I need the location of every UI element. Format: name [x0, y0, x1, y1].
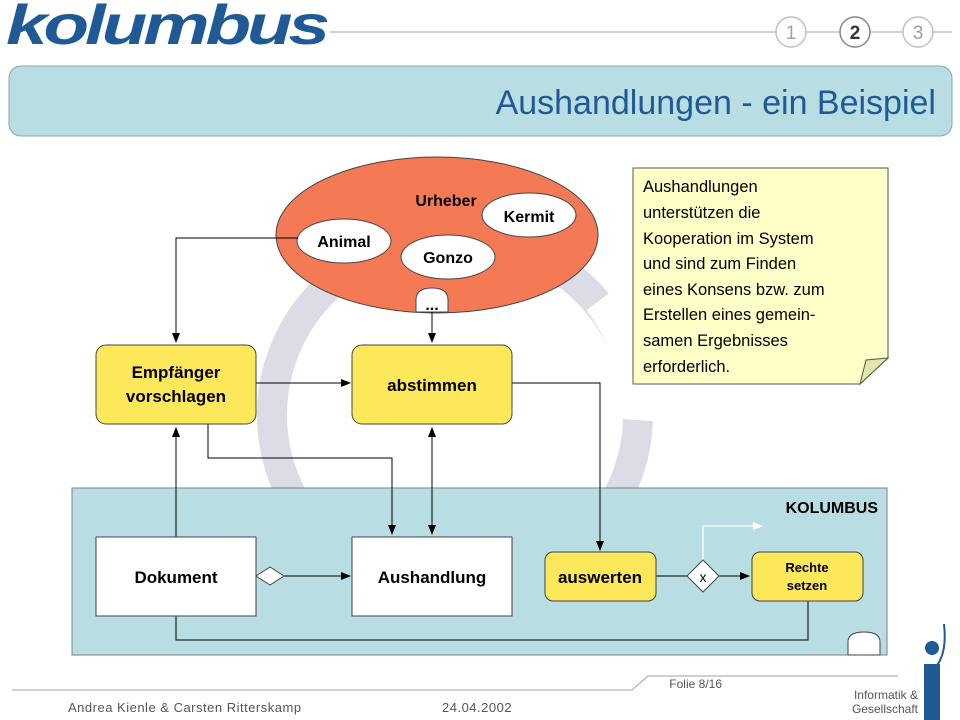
- footer-authors: Andrea Kienle & Carsten Ritterskamp: [68, 700, 302, 715]
- member-animal-label: Animal: [317, 234, 370, 251]
- note-line: Aushandlungen: [643, 178, 758, 196]
- node-auswerten-label: auswerten: [558, 568, 642, 587]
- title-bar: [8, 65, 953, 137]
- kolumbus-logo[interactable]: kolumbus: [6, 0, 331, 56]
- member-kermit-label: Kermit: [504, 209, 555, 226]
- step-indicator: 1 2 3: [775, 16, 934, 48]
- kolumbus-system-label: KOLUMBUS: [786, 500, 879, 517]
- note-line: samen Ergebnisses: [643, 332, 788, 350]
- node-rechte-label-line1: Rechte: [785, 560, 828, 575]
- node-xor-gateway[interactable]: [686, 559, 720, 593]
- note-line: unterstützen die: [643, 204, 760, 222]
- node-aushandlung[interactable]: [351, 536, 513, 617]
- edge-empfaenger-to-aushandlung: [207, 424, 396, 535]
- note-line: und sind zum Finden: [643, 255, 796, 273]
- background-ring-white-gap: [586, 289, 654, 422]
- note-line: erforderlich.: [643, 358, 730, 376]
- footer-rule: [12, 675, 898, 691]
- step-1-circle[interactable]: [775, 16, 807, 48]
- logo-dot: [925, 641, 939, 655]
- node-xor-label: x: [700, 569, 707, 585]
- member-animal[interactable]: [296, 218, 392, 264]
- node-rechte-label-line2: setzen: [787, 578, 828, 593]
- member-gonzo-label: Gonzo: [423, 250, 473, 267]
- step-3-circle[interactable]: [902, 16, 934, 48]
- note-line: Erstellen eines gemein-: [643, 306, 815, 324]
- node-dokument[interactable]: [95, 536, 257, 617]
- urheber-ellipsis: ...: [425, 297, 438, 314]
- node-rechte-setzen[interactable]: [751, 551, 864, 602]
- page-title: Aushandlungen - ein Beispiel: [496, 84, 936, 122]
- node-abstimmen-label: abstimmen: [387, 376, 477, 395]
- institute-line1: Informatik &: [854, 688, 918, 702]
- note-fold: [859, 357, 890, 386]
- edge-animal-to-empfaenger: [172, 237, 298, 343]
- note-line: eines Konsens bzw. zum: [643, 281, 825, 299]
- slide-number: Folie 8/16: [669, 677, 722, 691]
- connectors: [172, 237, 809, 641]
- note-line: Kooperation im System: [643, 230, 814, 248]
- node-empfaenger-label-line1: Empfänger: [132, 363, 221, 382]
- step-2-circle[interactable]: [839, 16, 871, 48]
- edge-abstimmen-to-auswerten: [512, 382, 604, 551]
- node-aushandlung-label: Aushandlung: [378, 568, 487, 587]
- step-1-label: 1: [786, 23, 797, 44]
- step-2-label: 2: [850, 23, 861, 44]
- urheber-title: Urheber: [415, 193, 476, 210]
- node-empfaenger-vorschlagen[interactable]: [95, 344, 257, 425]
- node-auswerten[interactable]: [544, 551, 657, 602]
- note-text: Aushandlungen unterstützen die Kooperati…: [643, 178, 825, 376]
- step-3-label: 3: [913, 23, 924, 44]
- logo-stem: [924, 664, 940, 720]
- institute-line2: Gesellschaft: [852, 702, 919, 716]
- logo-swoosh: [929, 623, 946, 673]
- footer-date: 24.04.2002: [442, 700, 512, 715]
- institute-logo-icon[interactable]: [924, 623, 946, 720]
- system-more-tab[interactable]: [847, 631, 881, 656]
- edge-xor-branch: [702, 522, 763, 560]
- member-kermit[interactable]: [481, 192, 577, 238]
- node-dokument-diamond: [255, 566, 285, 586]
- edge-rechte-to-dokument: [172, 593, 809, 641]
- node-dokument-label: Dokument: [134, 568, 217, 587]
- node-abstimmen[interactable]: [351, 344, 513, 425]
- urheber-more-tab[interactable]: [415, 287, 449, 313]
- node-empfaenger-label-line2: vorschlagen: [126, 387, 226, 406]
- note-box: [632, 167, 889, 385]
- member-gonzo[interactable]: [400, 234, 496, 280]
